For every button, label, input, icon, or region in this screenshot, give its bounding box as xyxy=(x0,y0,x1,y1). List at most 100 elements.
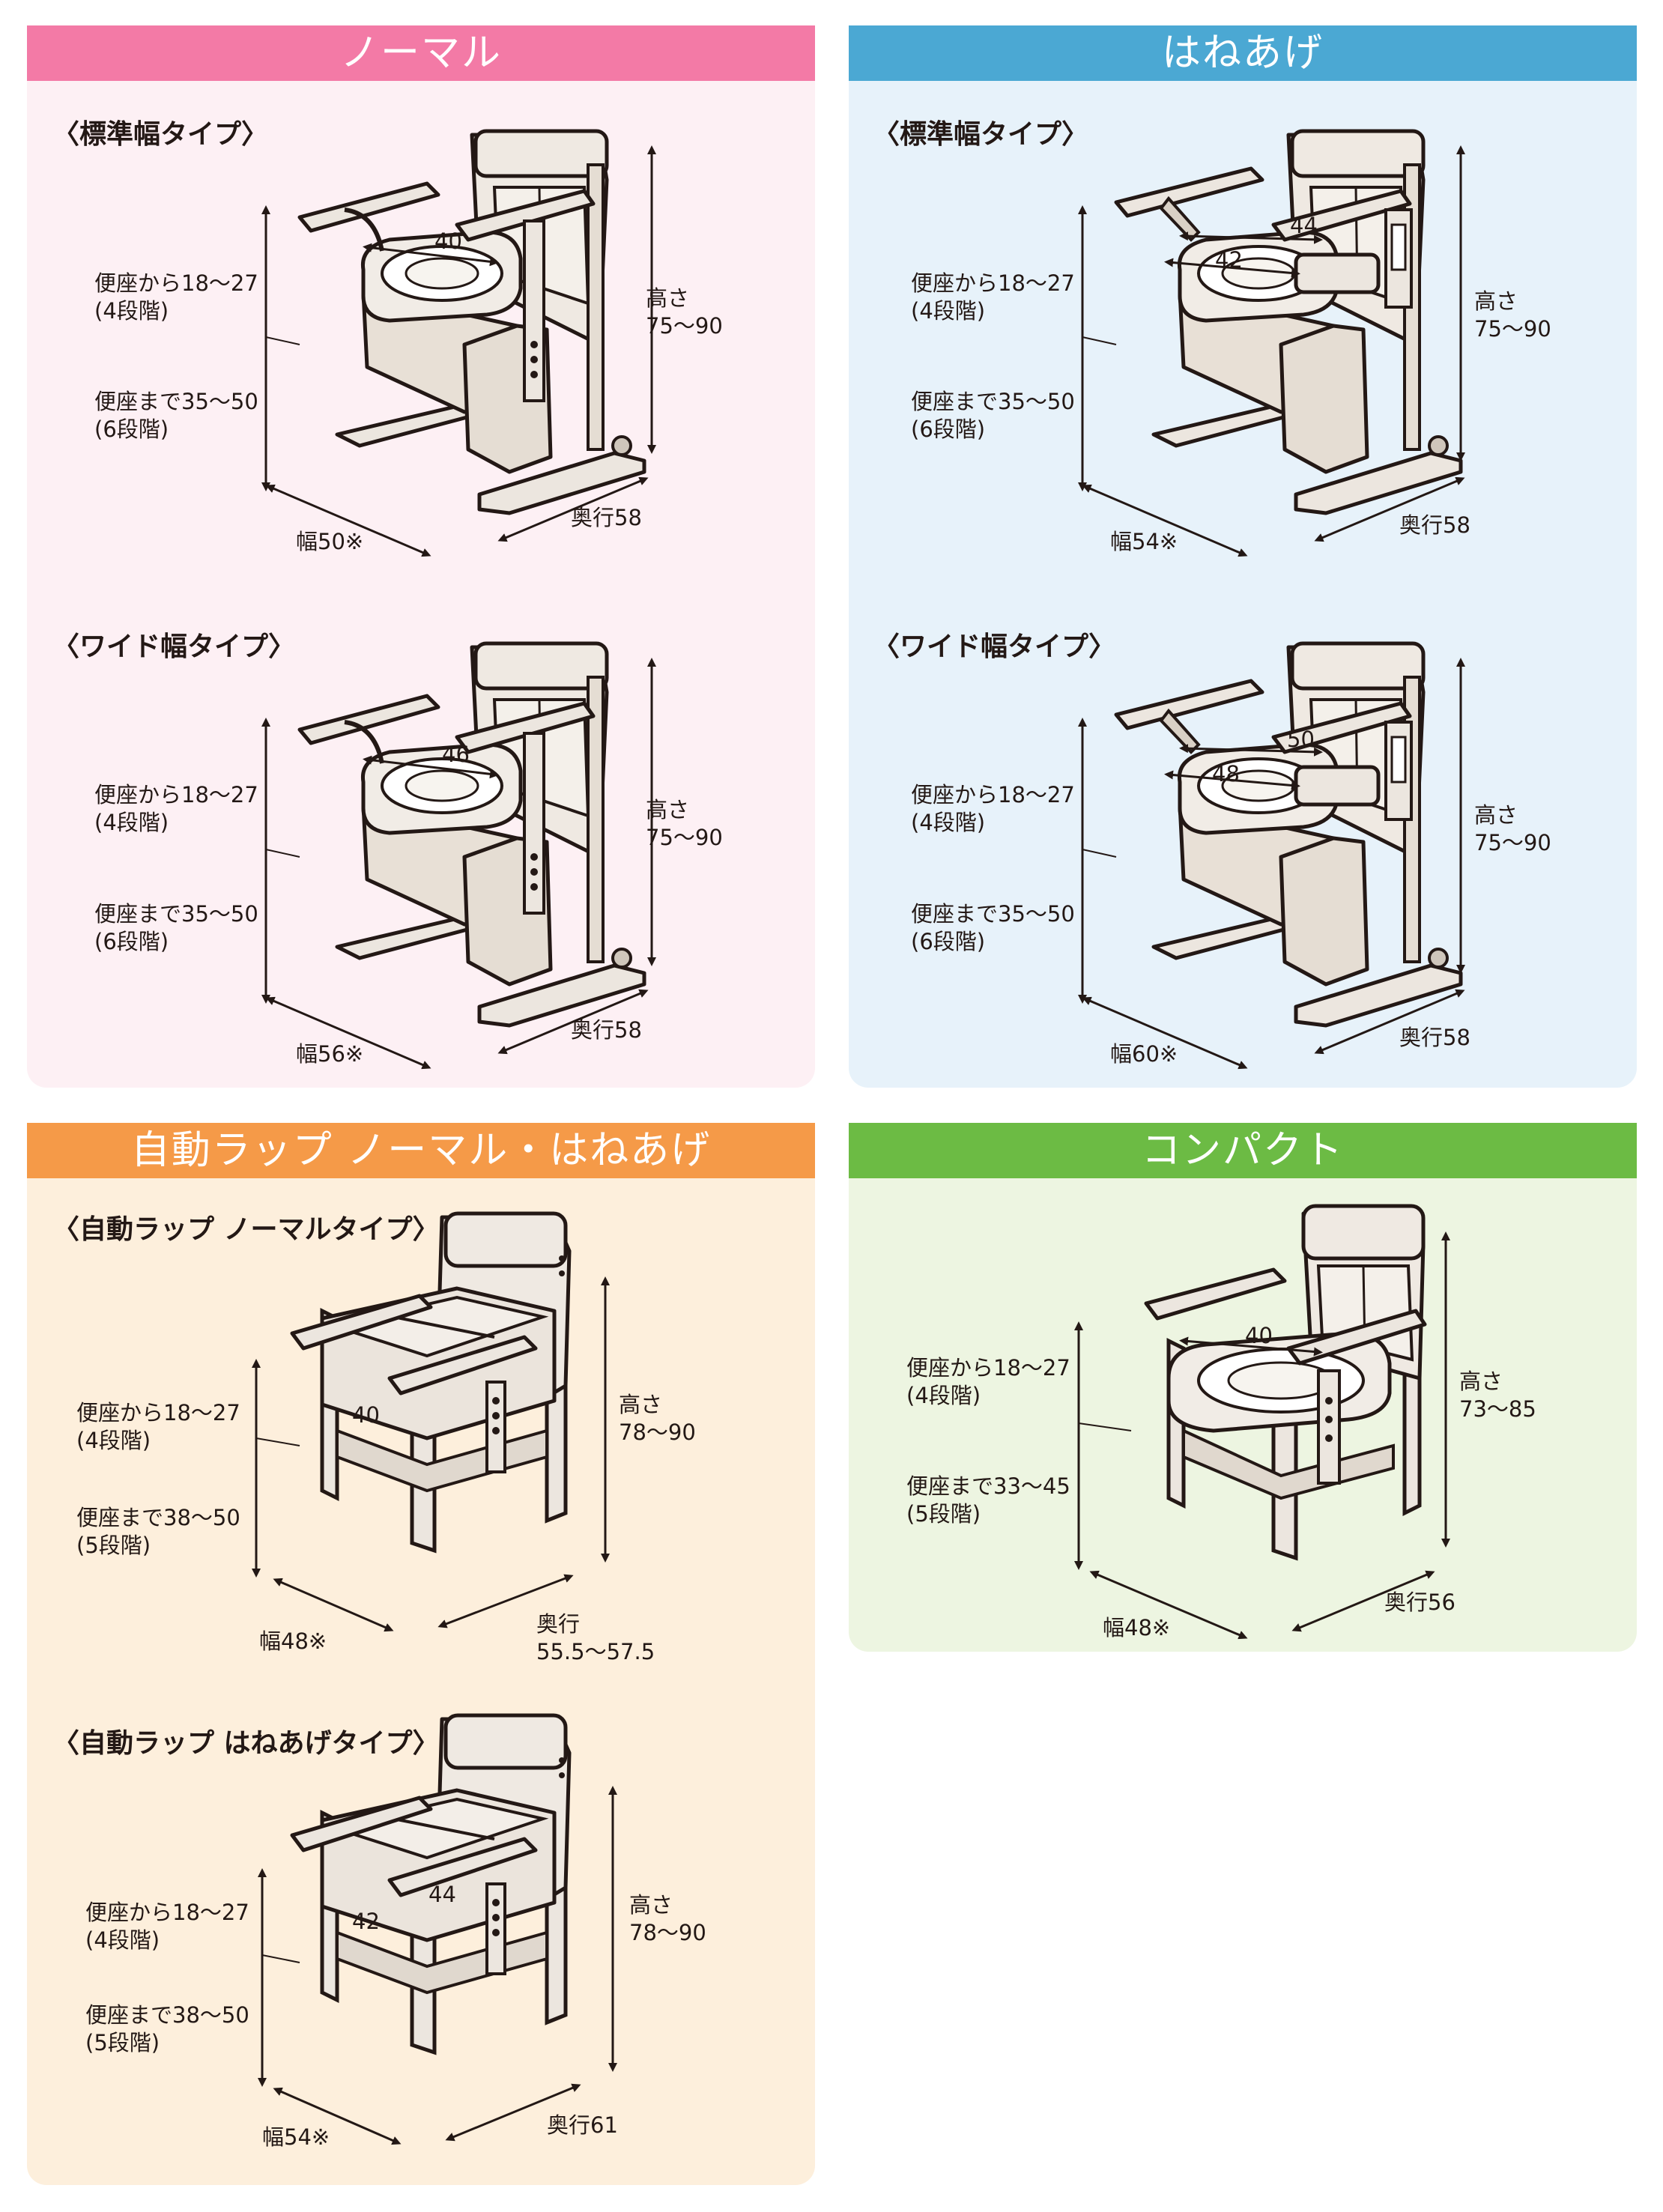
height-label: 高さ xyxy=(646,285,690,311)
compact-depth: 奥行56 xyxy=(1384,1590,1455,1615)
normal-standard-seat-to: 便座まで35～50 (6段階) xyxy=(94,388,258,443)
seat-from-text: 便座から18～27 xyxy=(911,270,1075,296)
auto-haneage-chair xyxy=(258,1708,617,2145)
seat-to-steps: (5段階) xyxy=(76,1533,151,1558)
compact-seat-from: 便座から18～27 (4段階) xyxy=(906,1354,1070,1410)
seat-from-text: 便座から18～27 xyxy=(85,1900,249,1925)
seat-from-steps: (4段階) xyxy=(94,298,169,324)
haneage-standard-inner-a: 44 xyxy=(1290,213,1318,238)
auto-normal-label: 〈自動ラップ ノーマルタイプ〉 xyxy=(52,1214,440,1245)
seat-to-text: 便座まで35～50 xyxy=(911,901,1075,927)
seat-from-steps: (4段階) xyxy=(76,1428,151,1453)
seat-from-text: 便座から18～27 xyxy=(76,1400,240,1425)
haneage-standard-seat-to: 便座まで35～50 (6段階) xyxy=(911,388,1075,443)
height-label: 高さ xyxy=(1474,802,1518,828)
compact-inner: 40 xyxy=(1245,1323,1273,1348)
seat-from-steps: (4段階) xyxy=(94,810,169,835)
height-label: 高さ xyxy=(646,797,690,822)
height-value: 75～90 xyxy=(1474,316,1551,342)
seat-to-text: 便座まで38～50 xyxy=(76,1505,240,1530)
normal-standard-width: 幅50※ xyxy=(296,529,364,554)
height-label: 高さ xyxy=(1459,1369,1503,1394)
seat-to-text: 便座まで35～50 xyxy=(911,389,1075,414)
panel-haneage-header: はねあげ xyxy=(849,25,1637,81)
auto-haneage-label: 〈自動ラップ はねあげタイプ〉 xyxy=(52,1728,440,1759)
haneage-standard-width: 幅54※ xyxy=(1110,529,1178,554)
auto-haneage-width: 幅54※ xyxy=(262,2124,330,2150)
normal-wide-width: 幅56※ xyxy=(296,1041,364,1067)
normal-standard-chair xyxy=(261,112,656,557)
auto-normal-seat-to: 便座まで38～50 (5段階) xyxy=(76,1504,240,1560)
height-value: 78～90 xyxy=(629,1920,706,1945)
depth-label: 奥行 xyxy=(536,1611,581,1637)
seat-to-steps: (6段階) xyxy=(94,929,169,954)
seat-to-text: 便座まで38～50 xyxy=(85,2002,249,2028)
height-value: 75～90 xyxy=(1474,830,1551,855)
normal-standard-label: 〈標準幅タイプ〉 xyxy=(52,119,269,150)
auto-haneage-inner-a: 44 xyxy=(428,1882,456,1907)
panel-normal: ノーマル xyxy=(27,25,815,1088)
haneage-standard-chair xyxy=(1078,112,1465,557)
haneage-standard-inner-b: 42 xyxy=(1215,247,1243,273)
seat-to-text: 便座まで33～45 xyxy=(906,1473,1070,1499)
seat-from-text: 便座から18～27 xyxy=(906,1355,1070,1381)
normal-wide-seat-from: 便座から18～27 (4段階) xyxy=(94,781,258,837)
seat-from-steps: (4段階) xyxy=(85,1927,160,1953)
normal-wide-chair xyxy=(261,625,656,1070)
normal-wide-inner: 46 xyxy=(442,742,470,767)
auto-normal-seat-from: 便座から18～27 (4段階) xyxy=(76,1399,240,1455)
height-value: 75～90 xyxy=(646,313,723,339)
normal-wide-seat-to: 便座まで35～50 (6段階) xyxy=(94,900,258,956)
panel-haneage: はねあげ xyxy=(849,25,1637,1088)
auto-haneage-depth: 奥行61 xyxy=(547,2112,618,2138)
seat-to-steps: (5段階) xyxy=(85,2030,160,2055)
auto-normal-inner: 40 xyxy=(352,1402,380,1428)
auto-haneage-seat-from: 便座から18～27 (4段階) xyxy=(85,1899,249,1954)
haneage-wide-inner-a: 50 xyxy=(1287,727,1315,752)
normal-wide-depth: 奥行58 xyxy=(571,1017,642,1043)
height-label: 高さ xyxy=(629,1892,673,1918)
seat-to-steps: (6段階) xyxy=(94,416,169,442)
seat-to-steps: (5段階) xyxy=(906,1501,981,1527)
height-value: 78～90 xyxy=(619,1419,696,1445)
haneage-standard-depth: 奥行58 xyxy=(1399,512,1470,538)
height-value: 73～85 xyxy=(1459,1396,1536,1422)
haneage-wide-width: 幅60※ xyxy=(1110,1041,1178,1067)
compact-width: 幅48※ xyxy=(1103,1615,1171,1640)
haneage-standard-label: 〈標準幅タイプ〉 xyxy=(873,119,1089,150)
normal-wide-height: 高さ 75～90 xyxy=(646,796,723,852)
haneage-wide-label: 〈ワイド幅タイプ〉 xyxy=(873,631,1116,662)
seat-from-text: 便座から18～27 xyxy=(94,270,258,296)
compact-chair xyxy=(1074,1199,1450,1640)
auto-normal-depth: 奥行 55.5～57.5 xyxy=(536,1610,655,1666)
auto-normal-width: 幅48※ xyxy=(259,1628,327,1654)
seat-from-steps: (4段階) xyxy=(906,1383,981,1408)
haneage-wide-depth: 奥行58 xyxy=(1399,1025,1470,1050)
normal-standard-seat-from: 便座から18～27 (4段階) xyxy=(94,270,258,325)
normal-standard-depth: 奥行58 xyxy=(571,505,642,530)
haneage-wide-height: 高さ 75～90 xyxy=(1474,802,1551,857)
seat-from-text: 便座から18～27 xyxy=(911,782,1075,807)
panel-compact-header: コンパクト xyxy=(849,1123,1637,1178)
panel-auto: 自動ラップ ノーマル・はねあげ xyxy=(27,1123,815,2185)
normal-standard-inner: 40 xyxy=(434,228,462,254)
seat-to-text: 便座まで35～50 xyxy=(94,901,258,927)
depth-value: 55.5～57.5 xyxy=(536,1639,655,1664)
seat-to-steps: (6段階) xyxy=(911,929,986,954)
auto-haneage-seat-to: 便座まで38～50 (5段階) xyxy=(85,2002,249,2057)
haneage-wide-chair xyxy=(1078,625,1465,1070)
seat-from-steps: (4段階) xyxy=(911,810,986,835)
haneage-standard-seat-from: 便座から18～27 (4段階) xyxy=(911,270,1075,325)
normal-standard-height: 高さ 75～90 xyxy=(646,285,723,340)
compact-height: 高さ 73～85 xyxy=(1459,1368,1536,1423)
haneage-standard-height: 高さ 75～90 xyxy=(1474,288,1551,343)
height-label: 高さ xyxy=(619,1392,663,1417)
panel-normal-header: ノーマル xyxy=(27,25,815,81)
seat-to-steps: (6段階) xyxy=(911,416,986,442)
panel-auto-header: 自動ラップ ノーマル・はねあげ xyxy=(27,1123,815,1178)
haneage-wide-seat-to: 便座まで35～50 (6段階) xyxy=(911,900,1075,956)
seat-to-text: 便座まで35～50 xyxy=(94,389,258,414)
auto-haneage-inner-b: 42 xyxy=(352,1909,380,1934)
compact-seat-to: 便座まで33～45 (5段階) xyxy=(906,1473,1070,1528)
haneage-wide-seat-from: 便座から18～27 (4段階) xyxy=(911,781,1075,837)
